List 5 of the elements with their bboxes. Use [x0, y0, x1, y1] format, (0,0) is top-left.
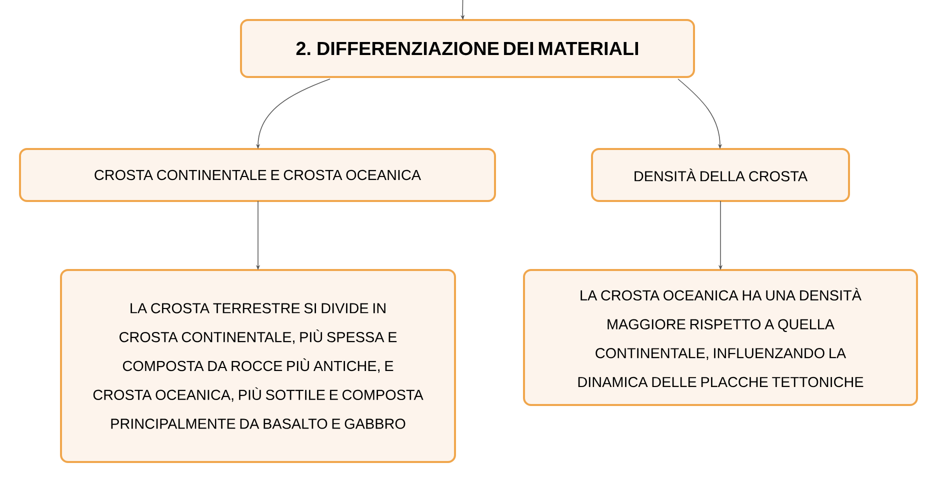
- title-box: 2. DIFFERENZIAZIONE DEI MATERIALI: [240, 19, 695, 78]
- description-box: LA CROSTA OCEANICA HA UNA DENSITÀ MAGGIORE RISPETTO A QUELLA CONTINENTALE, INFLUENZANDO LA DINAMICA DELLE PLACCHE TETTONICHE: [523, 269, 918, 406]
- description-box: LA CROSTA TERRESTRE SI DIVIDE IN CROSTA CONTINENTALE, PIÙ SPESSA E COMPOSTA DA ROCCE PIÙ ANTICHE, E CROSTA OCEANICA, PIÙ SOTTILE E COMPOSTA PRINCIPALMENTE DA BASALTO E GABBRO: [60, 269, 456, 463]
- topic-box: CROSTA CONTINENTALE E CROSTA OCEANICA: [19, 148, 496, 202]
- topic-box: DENSITÀ DELLA CROSTA: [591, 148, 850, 202]
